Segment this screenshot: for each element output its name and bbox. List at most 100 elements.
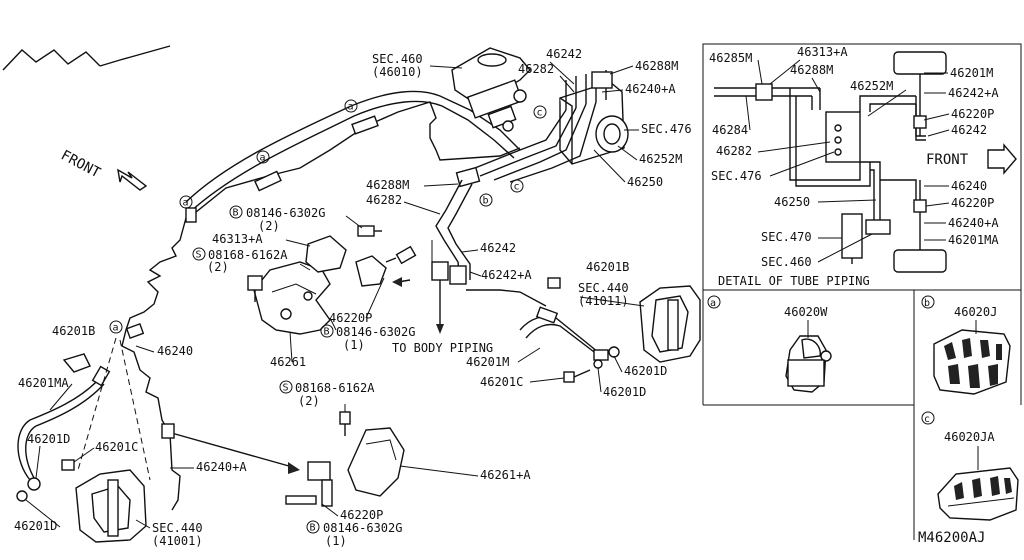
- detail-label-d46240plusA: 46240+A: [948, 216, 999, 230]
- detail-label-d46284: 46284: [712, 123, 748, 137]
- label-p46261: 46261: [270, 355, 306, 369]
- label-p46201MA_a: 46201MA: [18, 376, 69, 390]
- label-p46282b: 46282: [366, 193, 402, 207]
- label-p08146_a_q: (2): [258, 219, 280, 233]
- prefix-letter: S: [196, 250, 202, 261]
- detail-tube-piping: [714, 51, 1017, 273]
- detail-leader-lines: [745, 59, 950, 263]
- label-p46240plus_b: 46240+A: [196, 460, 247, 474]
- label-p08168_b_q: (2): [298, 394, 320, 408]
- label-p08168_b: 08168-6162A: [295, 381, 375, 395]
- prefix-letter: S: [283, 383, 289, 394]
- label-p46201D_a: 46201D: [624, 364, 667, 378]
- detail-label-d46220P_b: 46220P: [951, 196, 994, 210]
- detail-label-dsec476: SEC.476: [711, 169, 762, 183]
- detail-label-d46288M: 46288M: [790, 63, 833, 77]
- detail-label-dsec460: SEC.460: [761, 255, 812, 269]
- clip-46020J-drawing: [933, 329, 1011, 395]
- label-body_piping: TO BODY PIPING: [392, 341, 493, 355]
- detail-c-marker: c: [924, 414, 930, 425]
- label-front_main: FRONT: [58, 147, 103, 181]
- front-left-brake: [16, 353, 147, 543]
- marker-letter: c: [514, 182, 520, 193]
- label-p46201C_a: 46201C: [480, 375, 523, 389]
- detail-a-header: a 46020W: [707, 295, 828, 338]
- detail-c-part: 46020JA: [944, 430, 995, 444]
- label-p08146_c_q: (1): [325, 534, 347, 548]
- detail-label-d46220P: 46220P: [951, 107, 994, 121]
- detail-b-part: 46020J: [954, 305, 997, 319]
- detail-b-marker: b: [924, 298, 930, 309]
- label-p46201C_b: 46201C: [95, 440, 138, 454]
- detail-a-marker: a: [710, 298, 716, 309]
- detail-label-d46250: 46250: [774, 195, 810, 209]
- label-p46252M_a: 46252M: [639, 152, 682, 166]
- detail-label-d46201M: 46201M: [950, 66, 993, 80]
- label-p46220P_b: 46220P: [340, 508, 383, 522]
- main-brake-tube: [125, 90, 521, 339]
- master-cylinder: [451, 47, 531, 132]
- prefix-B-0: B: [229, 205, 243, 219]
- label-sec460sub: (46010): [372, 65, 423, 79]
- marker-c-5: c: [533, 105, 547, 119]
- detail-label-d46252M: 46252M: [850, 79, 893, 93]
- rear-right-brake: [519, 277, 701, 383]
- label-p08146_b: 08146-6302G: [336, 325, 415, 339]
- bracket-46261-plus-a: [285, 411, 405, 507]
- detail-a-part: 46020W: [784, 305, 828, 319]
- marker-b-4: b: [479, 193, 493, 207]
- body-outline: [2, 45, 521, 511]
- detail-caption: DETAIL OF TUBE PIPING: [718, 274, 870, 288]
- label-p46313: 46313+A: [212, 232, 263, 246]
- detail-label-d46201MA: 46201MA: [948, 233, 999, 247]
- label-sec476a: SEC.476: [641, 122, 692, 136]
- label-p08168_a: 08168-6162A: [208, 248, 288, 262]
- label-p08146_c: 08146-6302G: [323, 521, 402, 535]
- detail-label-d46240: 46240: [951, 179, 987, 193]
- clip-46020JA-drawing: [937, 467, 1019, 521]
- marker-a-3: a: [109, 320, 123, 334]
- bracket-46261: [247, 261, 331, 335]
- label-p46288M_b: 46288M: [366, 178, 409, 192]
- label-p46261plus: 46261+A: [480, 468, 531, 482]
- prefix-letter: B: [324, 327, 330, 338]
- label-p46240a: 46240: [157, 344, 193, 358]
- label-p46288M_a: 46288M: [635, 59, 678, 73]
- label-p46242a: 46242: [546, 47, 582, 61]
- label-p46242plus: 46242+A: [481, 268, 532, 282]
- label-sec460: SEC.460: [372, 52, 423, 66]
- fastener-prefix-markers: B S B S B: [192, 205, 334, 534]
- detail-label-d46242: 46242: [951, 123, 987, 137]
- panel-frames: [702, 43, 1022, 540]
- prefix-letter: B: [233, 208, 239, 219]
- prefix-letter: B: [310, 523, 316, 534]
- label-p46201M: 46201M: [466, 355, 509, 369]
- marker-c-6: c: [510, 179, 524, 193]
- label-p08168_a_q: (2): [207, 260, 229, 274]
- detail-label-d46285M: 46285M: [709, 51, 752, 65]
- marker-letter: a: [348, 102, 354, 113]
- prefix-S-3: S: [279, 380, 293, 394]
- marker-letter: a: [113, 323, 119, 334]
- label-p46201D_d: 46201D: [14, 519, 57, 533]
- clip-46313: [305, 225, 417, 287]
- label-p08146_a: 08146-6302G: [246, 206, 325, 220]
- label-p46240plus_a: 46240+A: [625, 82, 676, 96]
- detail-label-d46282: 46282: [716, 144, 752, 158]
- marker-letter: a: [183, 198, 189, 209]
- label-p46220P_a: 46220P: [329, 311, 372, 325]
- detail-c-header: c 46020JA: [921, 411, 995, 470]
- label-p46282a: 46282: [518, 62, 554, 76]
- front-arrow-main: [117, 168, 148, 191]
- marker-a-0: a: [344, 99, 358, 113]
- label-sec440b_sub: (41001): [152, 534, 203, 548]
- prefix-S-1: S: [192, 247, 206, 261]
- label-sec440a_sub: (41011): [578, 294, 629, 308]
- prefix-B-2: B: [320, 324, 334, 338]
- actuator-tubes: [455, 101, 597, 188]
- marker-a-2: a: [179, 195, 193, 209]
